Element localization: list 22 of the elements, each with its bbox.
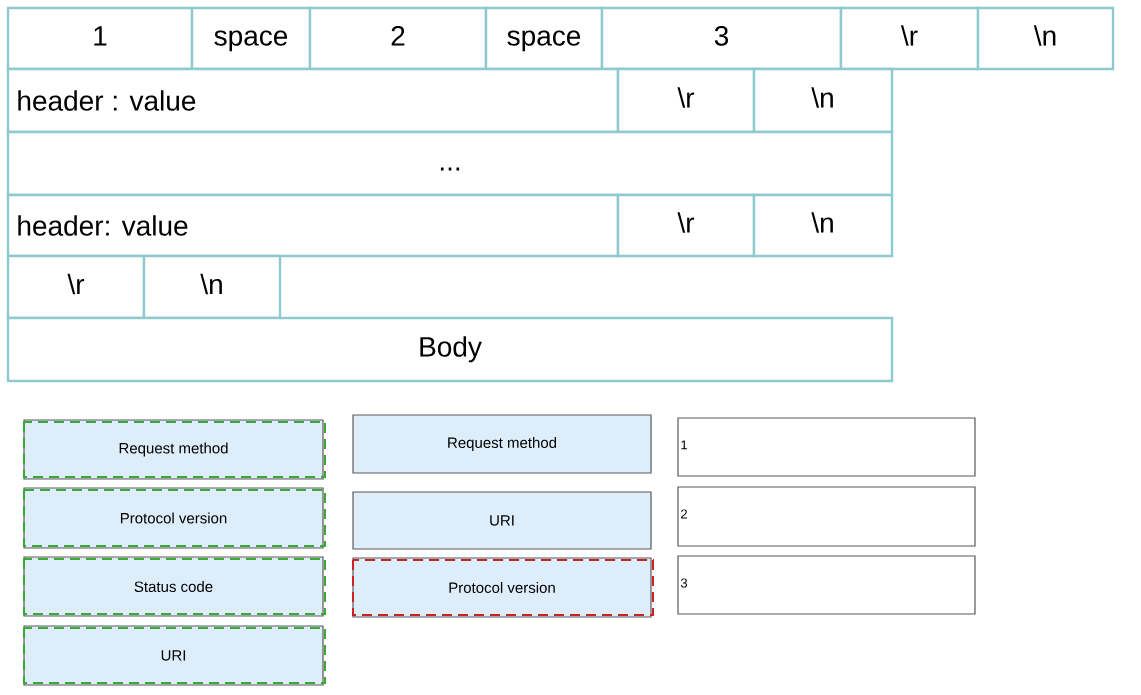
option-box: URI (352, 491, 652, 550)
table-cell: \n (976, 6, 1115, 71)
option-box: Request method (352, 414, 652, 474)
option-box: Request method (23, 419, 326, 480)
table-cell: \r (616, 193, 756, 258)
option-box: Protocol version (23, 487, 326, 549)
table-cell: 1 (6, 6, 194, 71)
table-cell: \n (752, 67, 894, 134)
table-cell: space (190, 6, 312, 71)
answer-box: 2 (677, 486, 976, 547)
table-cell: \r (6, 254, 146, 320)
option-box: URI (23, 625, 326, 686)
answer-box: 1 (677, 417, 976, 477)
table-cell: \r (616, 67, 756, 134)
answer-box: 3 (677, 555, 976, 615)
option-box: Status code (23, 556, 326, 617)
table-cell: space (484, 6, 604, 71)
table-cell: \n (752, 193, 894, 258)
option-box: Protocol version (352, 557, 654, 618)
table-cell: \r (839, 6, 980, 71)
table-cell: 2 (308, 6, 488, 71)
table-cell: \n (142, 254, 282, 320)
